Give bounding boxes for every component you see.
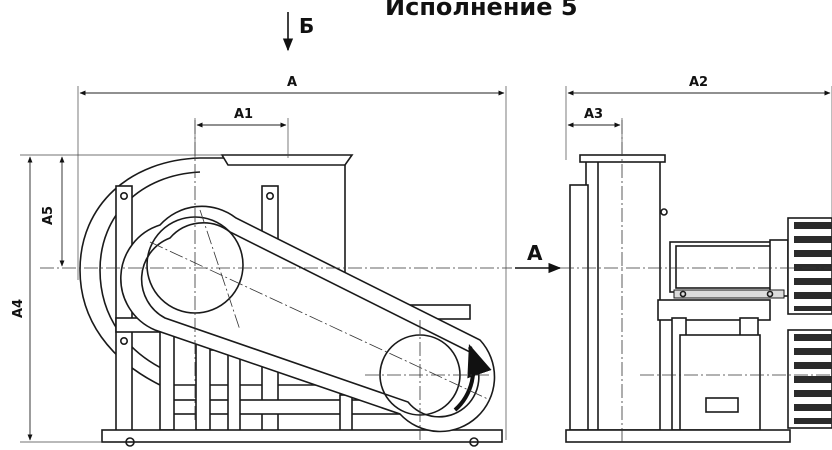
front-outlet-flange: [579, 154, 666, 163]
front-view: [560, 120, 832, 443]
drive-belt: [120, 205, 496, 433]
dimension-a3: A3: [584, 107, 603, 122]
dimension-a1: A1: [234, 107, 253, 122]
view-arrow-a: А: [515, 241, 562, 274]
front-view-dimensions: A2 A3: [565, 75, 832, 218]
view-arrow-a-label: А: [527, 241, 543, 265]
dimension-a4: A4: [11, 299, 26, 318]
dimension-a5: A5: [41, 206, 56, 225]
front-housing: [585, 159, 661, 431]
front-pulley-bottom: [787, 329, 832, 429]
dimension-a2: A2: [689, 75, 708, 90]
front-pulley-top: [787, 217, 832, 315]
dimension-a: A: [287, 75, 297, 90]
front-base: [565, 429, 791, 443]
view-arrow-b: Б: [282, 12, 314, 52]
outlet-flange: [220, 154, 354, 166]
base-frame: [101, 429, 503, 443]
side-view: [40, 120, 512, 447]
side-view-dimensions: A A1 A4 A5: [11, 75, 507, 443]
drawing-title: Исполнение 5: [385, 0, 578, 21]
view-arrow-b-label: Б: [299, 14, 314, 38]
